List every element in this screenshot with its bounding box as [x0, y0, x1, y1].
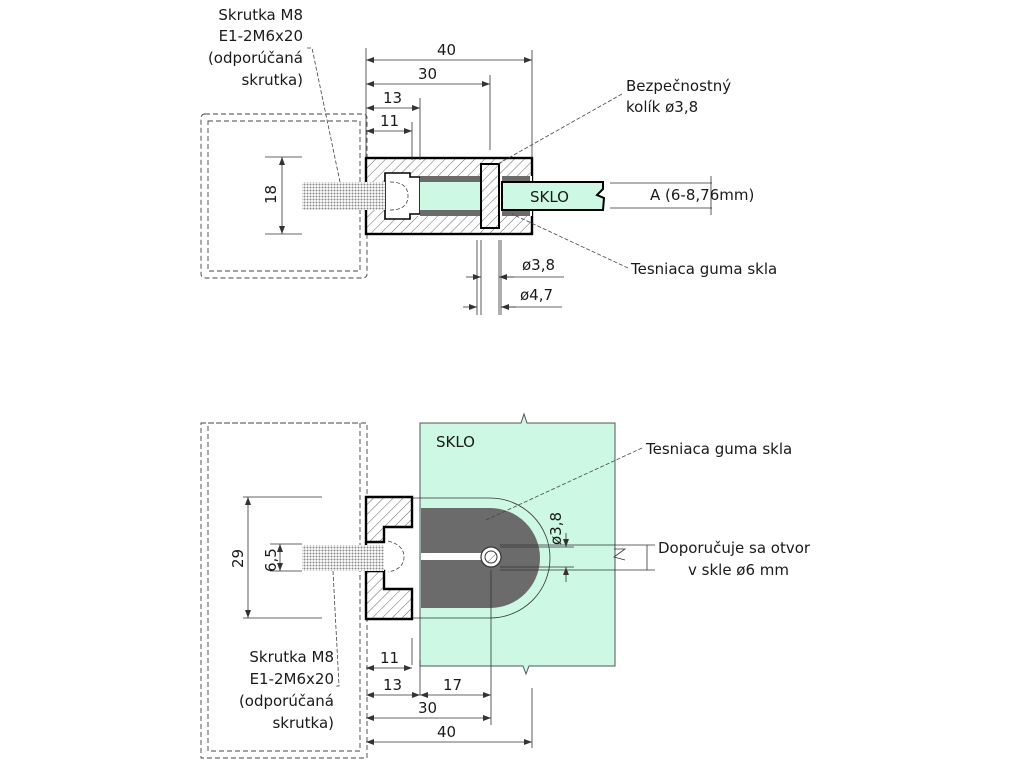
svg-text:(odporúčaná: (odporúčaná — [239, 692, 334, 710]
svg-text:E1-2M6x20: E1-2M6x20 — [219, 27, 303, 45]
dim-40-top: 40 — [437, 41, 456, 59]
dim-40-bottom: 40 — [437, 723, 456, 741]
screw-label-top: Skrutka M8 E1-2M6x20 (odporúčaná skrutka… — [208, 6, 303, 89]
clamp-profile — [364, 495, 414, 544]
glass-label-top: SKLO — [530, 188, 569, 206]
glass-thickness-label: A (6-8,76mm) — [650, 186, 754, 204]
pin-diameter-bottom: ø3,8 — [547, 512, 565, 545]
dim-17-bottom: 17 — [443, 676, 462, 694]
svg-text:Bezpečnostný: Bezpečnostný — [626, 77, 731, 95]
screw-label-bottom: Skrutka M8 E1-2M6x20 (odporúčaná skrutka… — [239, 648, 334, 732]
dim-13-bottom: 13 — [383, 676, 402, 694]
hole-recommendation-label: Doporučuje sa otvor v skle ø6 mm — [658, 539, 811, 579]
dim-13-top: 13 — [383, 89, 402, 107]
svg-text:Doporučuje sa otvor: Doporučuje sa otvor — [658, 539, 811, 557]
svg-text:Skrutka M8: Skrutka M8 — [249, 648, 334, 666]
glass-pane-top — [501, 181, 606, 211]
screw-thread-top — [302, 182, 385, 210]
pin-diameter-top: ø3,8 — [522, 256, 555, 274]
screw-thread-bottom — [302, 545, 384, 571]
dim-6-5: 6,5 — [262, 548, 280, 572]
bottom-view: SKLO 29 6,5 ø3,8 — [200, 412, 811, 759]
dim-30-bottom: 30 — [418, 699, 437, 717]
dim-18: 18 — [262, 185, 280, 204]
dim-30-top: 30 — [418, 65, 437, 83]
svg-text:E1-2M6x20: E1-2M6x20 — [250, 670, 334, 688]
glass-label-bottom: SKLO — [436, 433, 475, 451]
svg-text:kolík ø3,8: kolík ø3,8 — [626, 98, 698, 116]
screw-head-top — [389, 181, 409, 211]
top-view: SKLO 18 40 30 13 11 Skrutka M8 E1-2M6x20… — [200, 6, 777, 315]
gasket-label-bottom: Tesniaca guma skla — [645, 440, 792, 458]
dim-29: 29 — [229, 549, 247, 568]
svg-text:v skle ø6 mm: v skle ø6 mm — [688, 561, 789, 579]
svg-text:Skrutka M8: Skrutka M8 — [218, 6, 303, 24]
gasket-label-top: Tesniaca guma skla — [630, 260, 777, 278]
pin-label: Bezpečnostný kolík ø3,8 — [626, 77, 731, 116]
svg-text:skrutka): skrutka) — [241, 71, 303, 89]
svg-text:skrutka): skrutka) — [272, 714, 334, 732]
hole-diameter-top: ø4,7 — [520, 286, 553, 304]
safety-pin — [480, 163, 500, 229]
svg-text:(odporúčaná: (odporúčaná — [208, 49, 303, 67]
post-outline-inner-bottom — [207, 422, 361, 752]
gasket-outer-outline — [410, 497, 551, 619]
dim-11-bottom: 11 — [380, 649, 399, 667]
dim-11-top: 11 — [380, 112, 399, 130]
glass-slot — [421, 553, 489, 560]
